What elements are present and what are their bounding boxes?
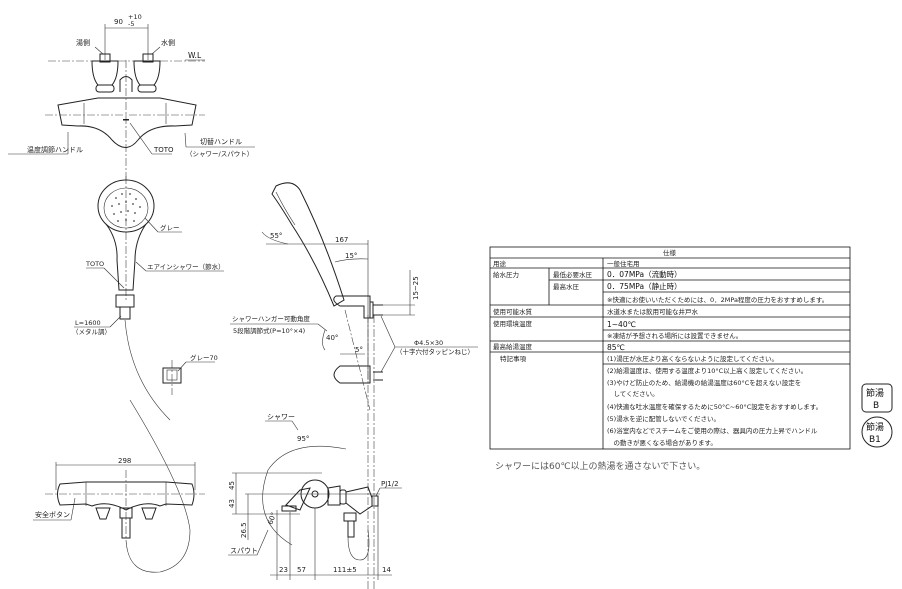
row-note-env-temp: ※凍結が予想される場所には設置できません。: [607, 331, 742, 340]
badge-b1-line2: B1: [869, 435, 881, 445]
badge-b-line2: B: [873, 401, 879, 411]
head-color-label: グレー: [160, 223, 180, 232]
hose-type-label: （メタル調）: [72, 327, 111, 336]
badge-b: 節湯 B: [861, 383, 893, 413]
note-5: (5)湯水を逆に配管しないでください。: [607, 414, 720, 423]
dim-spacing: 90: [114, 18, 123, 26]
note-4: (4)快適な吐水温度を確保するために50°C~60°C設定をおすすめします。: [607, 402, 822, 411]
side-view: シャワー 95° 60° 45 43 26.5 スパウト PJ1/2 23: [228, 413, 402, 580]
dim-15-25: 15~25: [412, 276, 420, 300]
hose-length-label: L=1600: [75, 319, 101, 327]
row-label-max-hot: 最高給湯温度: [493, 342, 533, 351]
screw-label: Φ4.5×30: [414, 339, 443, 347]
dim-tol-plus: +10: [128, 13, 142, 21]
dim-26-5: 26.5: [240, 522, 248, 538]
toto-label: TOTO: [153, 146, 174, 154]
note-2: (2)給湯温度は、使用する温度より10°C以上高く設定してください。: [607, 366, 807, 375]
row-value-max-hot: 85℃: [607, 343, 625, 352]
badge-b-line1: 節湯: [866, 387, 884, 399]
badge-b1: 節湯 B1: [861, 416, 893, 448]
water-level-label: W.L: [188, 51, 202, 60]
dim-298: 298: [118, 457, 131, 465]
dim-45: 45: [228, 481, 236, 490]
screw-sub-label: （十字穴付タッピンねじ）: [396, 347, 474, 356]
row-label-notes: 特記事項: [500, 354, 527, 363]
shower-head-view: グレー エアインシャワー（節水） TOTO L=1600 （メタル調） グレー7…: [72, 176, 225, 421]
row-label-water: 使用可能水質: [493, 307, 533, 316]
toto-head-label: TOTO: [85, 260, 104, 268]
aerin-shower-label: エアインシャワー（節水）: [147, 262, 225, 271]
note-3-cont: してください。: [607, 390, 659, 398]
switch-handle-sub: （シャワー/スパウト）: [186, 150, 253, 158]
hanger-note-1: シャワーハンガー可動角度: [232, 314, 310, 323]
row-sub-min-pressure: 最低必要水圧: [553, 270, 593, 279]
dim-167: 167: [335, 236, 348, 244]
angle-5: 5°: [355, 346, 363, 354]
hot-side-label: 湯側: [76, 38, 90, 47]
temp-handle-label: 温度調節ハンドル: [27, 145, 83, 154]
spec-title: 仕様: [663, 248, 677, 257]
row-value-env-temp: 1~40℃: [607, 320, 636, 329]
dim-14: 14: [382, 566, 391, 574]
safety-button-label: 安全ボタン: [35, 510, 70, 519]
note-6-cont: の動きが悪くなる場合があります。: [607, 438, 717, 447]
note-3: (3)やけど防止のため、給湯機の給湯温度は60°Cを超えない設定を: [607, 378, 801, 387]
hanger-note-2: 5段階調節式(P=10°×4): [233, 326, 305, 335]
angle-40: 40°: [326, 334, 338, 342]
dim-23: 23: [279, 566, 288, 574]
angle-55: 55°: [270, 232, 282, 240]
row-value-water: 水道水または飲用可能な井戸水: [607, 307, 699, 316]
row-sub-max-pressure: 最高水圧: [553, 282, 580, 291]
dim-tol-minus: -5: [128, 20, 134, 28]
dim-57: 57: [297, 566, 306, 574]
switch-handle-label: 切替ハンドル: [200, 137, 242, 146]
cold-side-label: 水側: [161, 38, 175, 47]
warning-note: シャワーには60℃以上の熱湯を通さないで下さい。: [495, 460, 705, 472]
row-label-usage: 用途: [493, 259, 507, 268]
hanger-view: 167 55° 15° 15~25 シャワーハンガー可動角度 5段階調節式(P=…: [230, 182, 478, 589]
angle-60: 60°: [266, 511, 278, 525]
front-view: 298 安全ボタン: [33, 399, 205, 573]
top-view: 90 +10 -5 湯側 水側 W.L 温度調節ハンドル TOTO 切替ハンドル…: [8, 13, 255, 180]
pipe-label: PJ1/2: [381, 480, 399, 488]
row-note-pressure: ※快適にお使いいただくためには、0．2MPa程度の圧力をおすすめします。: [607, 295, 828, 304]
row-label-env-temp: 使用環境温度: [493, 319, 533, 328]
holder-color-label: グレー70: [190, 353, 218, 362]
dim-111: 111±5: [333, 566, 357, 574]
note-1: (1)湯圧が水圧より高くならないように設定してください。: [607, 354, 778, 363]
dim-43: 43: [228, 499, 236, 508]
note-6: (6)浴室内などでスチームをご使用の際は、器具内の圧力上昇でハンドル: [607, 426, 818, 435]
badge-b1-line1: 節湯: [866, 421, 884, 433]
angle-15: 15°: [345, 252, 357, 260]
row-value-max-pressure: 0．75MPa（静止時）: [607, 281, 682, 291]
row-value-usage: 一般住宅用: [607, 259, 640, 268]
angle-95: 95°: [297, 435, 309, 443]
row-label-pressure: 給水圧力: [493, 270, 519, 279]
shower-label: シャワー: [267, 413, 295, 421]
spec-table: 仕様 用途 一般住宅用 給水圧力 最低必要水圧 0．07MPa（流動時） 最高水…: [489, 246, 851, 450]
row-value-min-pressure: 0．07MPa（流動時）: [607, 269, 682, 279]
spout-label: スパウト: [230, 547, 258, 555]
